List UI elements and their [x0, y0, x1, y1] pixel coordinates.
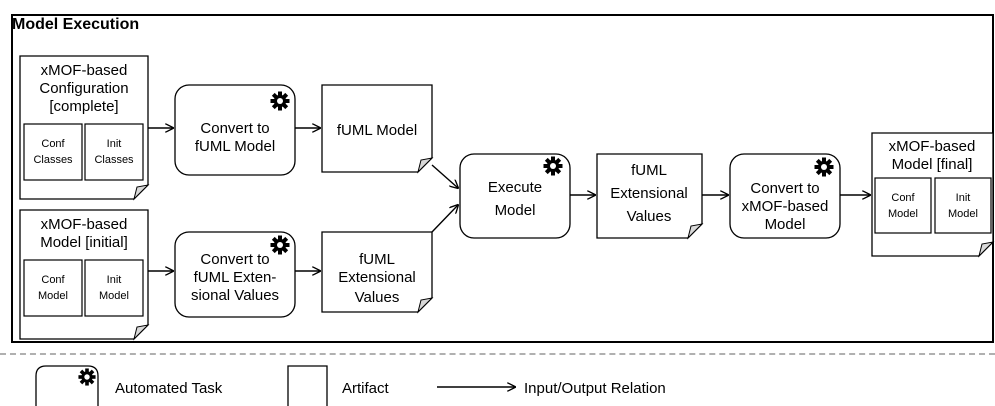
- task-convert-fuml-ext: Convert to fUML Exten- sional Values: [174, 231, 296, 318]
- initial-inner-init-1: Init: [107, 274, 122, 286]
- final-inner-init-1: Init: [956, 192, 971, 204]
- initial-label-1: xMOF-based: [41, 216, 128, 233]
- initial-inner-init-2: Model: [99, 290, 129, 302]
- task2-label-2: fUML Exten-: [194, 269, 277, 286]
- ext1-label-2: Extensional: [338, 269, 416, 286]
- config-inner-init: [84, 123, 144, 181]
- execute-label-1: Execute: [488, 179, 542, 196]
- ext1-label-3: Values: [355, 289, 400, 306]
- ext2-label-3: Values: [627, 208, 672, 225]
- config-label-3: [complete]: [49, 98, 118, 115]
- frame-title: Model Execution: [12, 16, 140, 33]
- config-inner-conf-1: Conf: [41, 138, 65, 150]
- task1-label-1: Convert to: [200, 120, 269, 137]
- initial-label-2: Model [initial]: [40, 234, 128, 251]
- final-inner-conf-1: Conf: [891, 192, 915, 204]
- initial-inner-init: [84, 259, 144, 317]
- config-inner-conf: [23, 123, 83, 181]
- gear-icon: [543, 156, 563, 176]
- legend-relation-label: Input/Output Relation: [524, 380, 666, 397]
- initial-inner-conf: [23, 259, 83, 317]
- task-convert-xmof: Convert to xMOF-based Model: [729, 153, 841, 239]
- gear-icon: [270, 235, 290, 255]
- edge-fuml-model-to-execute: [431, 164, 458, 188]
- config-inner-init-1: Init: [107, 138, 122, 150]
- execute-label-2: Model: [495, 202, 536, 219]
- ext2-label-2: Extensional: [610, 185, 688, 202]
- xmof-task-label-2: xMOF-based: [742, 198, 829, 215]
- relations: [148, 128, 870, 271]
- task2-label-1: Convert to: [200, 251, 269, 268]
- ext2-label-1: fUML: [631, 162, 667, 179]
- final-label-2: Model [final]: [892, 156, 973, 173]
- final-inner-conf-2: Model: [888, 208, 918, 220]
- initial-inner-conf-2: Model: [38, 290, 68, 302]
- artifact-configuration: xMOF-based Configuration [complete] Conf…: [19, 55, 150, 201]
- task-convert-fuml-model: Convert to fUML Model: [174, 84, 296, 176]
- artifact-fuml-ext-values-2: fUML Extensional Values: [596, 153, 704, 240]
- task-execute-model: Execute Model: [459, 153, 571, 239]
- legend-artifact-label: Artifact: [342, 380, 390, 397]
- artifact-final-model: xMOF-based Model [final] Conf Model Init…: [871, 132, 995, 258]
- legend-artifact-shape: [287, 365, 328, 406]
- gear-icon: [270, 91, 290, 111]
- final-label-1: xMOF-based: [889, 138, 976, 155]
- legend-task-label: Automated Task: [115, 380, 223, 397]
- legend: Automated Task Artifact Input/Output Rel…: [35, 365, 666, 406]
- fuml-model-label: fUML Model: [337, 122, 417, 139]
- xmof-task-label-3: Model: [765, 216, 806, 233]
- edge-ext-values-to-execute: [431, 205, 458, 233]
- legend-separator: [0, 353, 995, 355]
- artifact-initial-model: xMOF-based Model [initial] Conf Model In…: [19, 209, 150, 341]
- gear-icon: [78, 368, 96, 386]
- final-inner-init: [934, 177, 992, 234]
- artifact-fuml-model: fUML Model: [321, 84, 434, 174]
- config-inner-conf-2: Classes: [33, 154, 73, 166]
- task2-label-3: sional Values: [191, 287, 279, 304]
- final-inner-conf: [874, 177, 932, 234]
- final-inner-init-2: Model: [948, 208, 978, 220]
- ext1-label-1: fUML: [359, 251, 395, 268]
- xmof-task-label-1: Convert to: [750, 180, 819, 197]
- gear-icon: [814, 157, 834, 177]
- task1-label-2: fUML Model: [195, 138, 275, 155]
- initial-inner-conf-1: Conf: [41, 274, 65, 286]
- config-label-1: xMOF-based: [41, 62, 128, 79]
- artifact-fuml-ext-values-1: fUML Extensional Values: [321, 231, 434, 314]
- config-inner-init-2: Classes: [94, 154, 134, 166]
- config-label-2: Configuration: [39, 80, 128, 97]
